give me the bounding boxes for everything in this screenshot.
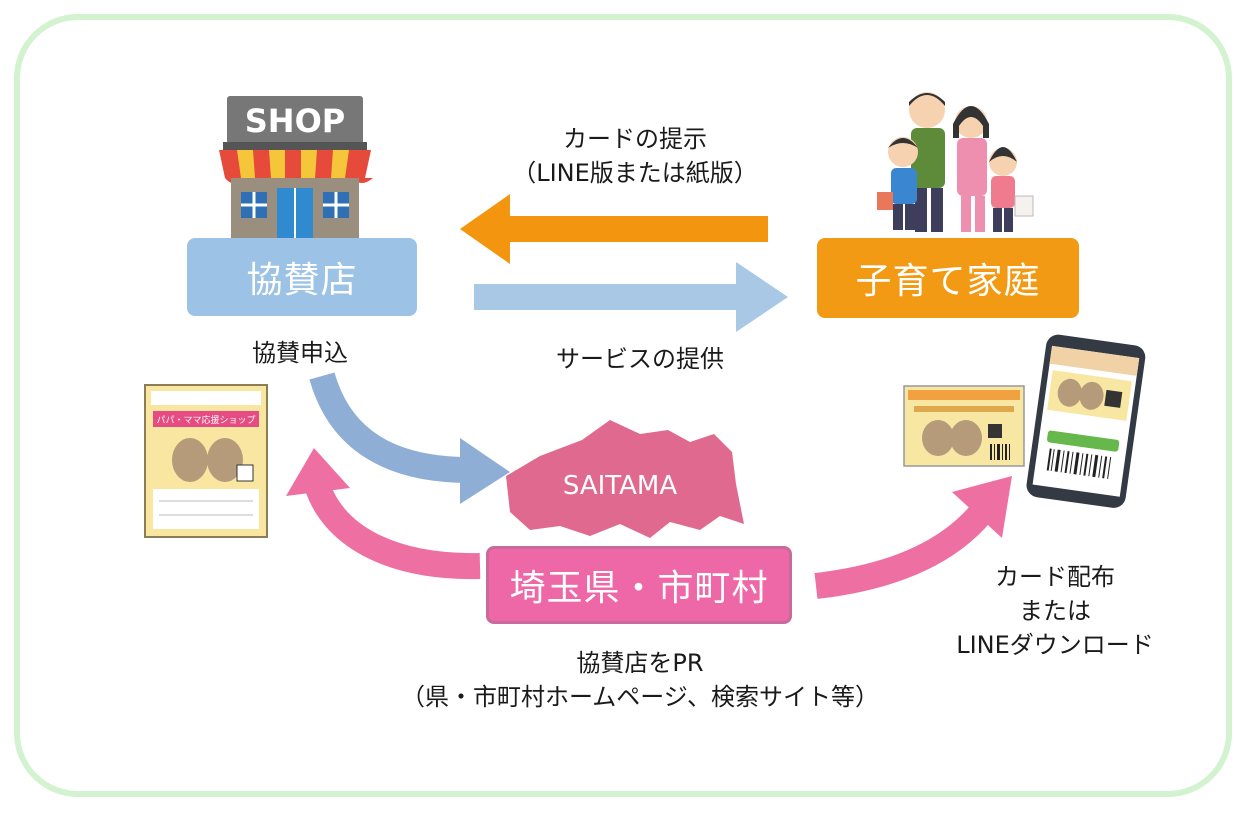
member-shop-sticker: パパ・ママ応援ショップ <box>144 384 268 538</box>
family-illustration <box>877 92 1034 232</box>
distribution-line2: または <box>1019 597 1091 625</box>
smartphone-line-card <box>1026 334 1146 508</box>
pr-line1: 協賛店をPR <box>576 649 704 677</box>
card-presentation-arrow <box>460 194 768 264</box>
distribution-line3: LINEダウンロード <box>956 631 1154 659</box>
service-arrow <box>474 262 788 332</box>
shop-label: 協賛店 <box>246 260 358 301</box>
pr-text: 協賛店をPR （県・市町村ホームページ、検索サイト等） <box>370 646 910 714</box>
saitama-map: SAITAMA <box>506 420 744 538</box>
prefecture-label: 埼玉県・市町村 <box>509 568 769 609</box>
shop-label-box: 協賛店 <box>187 238 417 316</box>
application-curved-arrow <box>309 372 510 504</box>
distribution-text: カード配布 または LINEダウンロード <box>940 560 1170 662</box>
pr-line2: （県・市町村ホームページ、検索サイト等） <box>400 683 880 711</box>
distribution-line1: カード配布 <box>995 563 1115 591</box>
service-text: サービスの提供 <box>556 345 724 373</box>
card-presentation-text: カードの提示 （LINE版または紙版） <box>470 122 800 190</box>
family-label-box: 子育て家庭 <box>817 238 1079 318</box>
shop-caption: 協賛申込 <box>252 339 348 367</box>
prefecture-label-box: 埼玉県・市町村 <box>486 546 792 624</box>
shop-illustration: SHOP <box>219 96 373 238</box>
card-presentation-line1: カードの提示 <box>563 125 707 153</box>
paper-card <box>903 385 1025 467</box>
shop-sign-text: SHOP <box>245 102 345 140</box>
pr-curved-arrow <box>286 448 481 580</box>
card-presentation-line2: （LINE版または紙版） <box>512 159 758 187</box>
distribution-curved-arrow <box>814 476 1012 599</box>
sticker-title: パパ・ママ応援ショップ <box>156 414 255 426</box>
family-label: 子育て家庭 <box>855 261 1041 302</box>
saitama-map-label: SAITAMA <box>563 471 678 501</box>
